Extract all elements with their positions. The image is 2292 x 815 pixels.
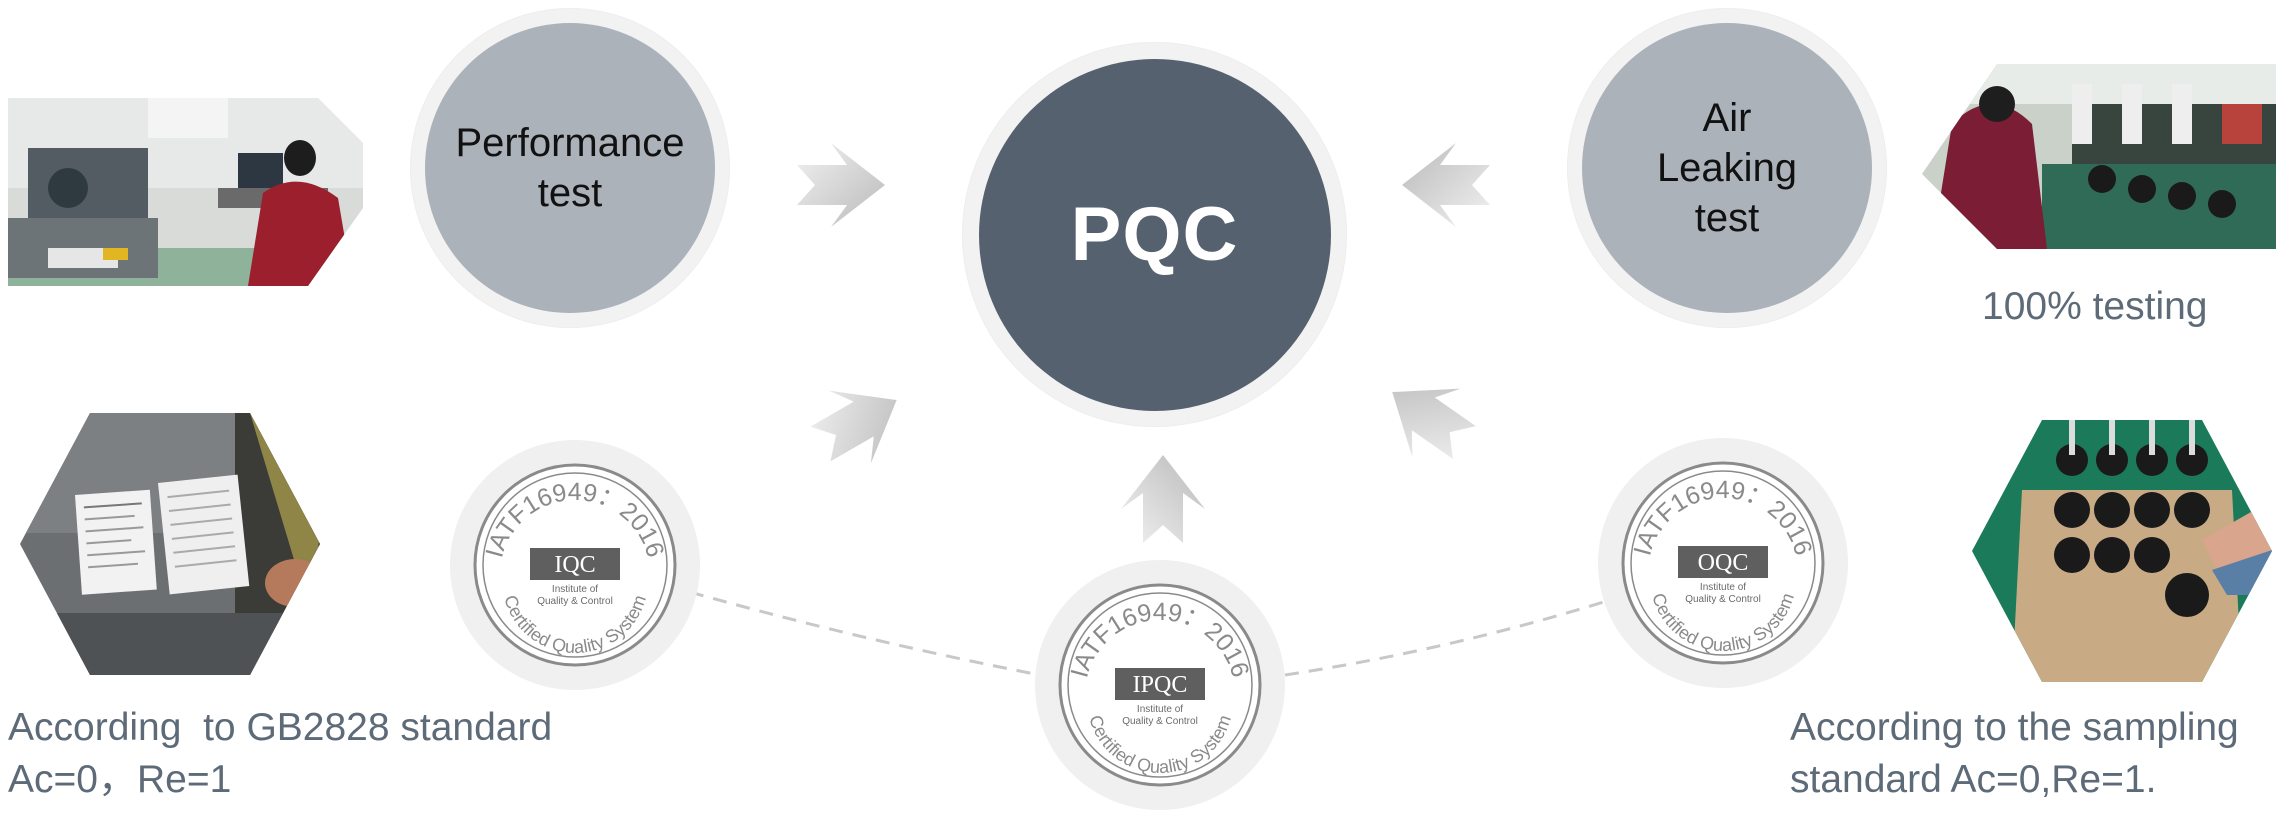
seal-oqc-code: OQC [1698, 550, 1749, 576]
seal-ipqc: IATF16949：2016 Certified Quality System … [1035, 560, 1285, 810]
photo-performance-bench [8, 98, 363, 286]
performance-label-line2: test [537, 171, 603, 215]
arrow-ipqc-to-pqc [1121, 455, 1205, 543]
pqc-label: PQC [1070, 192, 1239, 277]
seal-ipqc-code: IPQC [1133, 672, 1188, 698]
photo-inspection-documents [20, 413, 320, 675]
pqc-disk: PQC [978, 58, 1331, 411]
connector-ipqc-oqc [1284, 598, 1611, 677]
performance-disk: Performance test [425, 23, 715, 313]
performance-ring: Performance test [410, 8, 730, 328]
photo-sampling-inspection [1972, 420, 2272, 682]
seal-oqc-sub1: Institute of [1700, 582, 1746, 593]
arrow-performance-to-pqc [797, 143, 885, 227]
air-label-line3: test [1694, 196, 1760, 240]
arrow-iqc-to-pqc [810, 390, 897, 464]
seal-iqc-sub2: Quality & Control [537, 596, 613, 607]
photo-air-leak-line [1922, 64, 2276, 249]
seal-iqc-sub1: Institute of [552, 584, 598, 595]
arrow-oqc-to-pqc [1392, 388, 1476, 459]
connector-iqc-ipqc [689, 590, 1041, 677]
performance-label-line1: Performance [455, 121, 685, 165]
seal-ipqc-graphic: IATF16949：2016 Certified Quality System … [1058, 583, 1262, 787]
air-disk: Air Leaking test [1582, 23, 1872, 313]
air-label-line2: Leaking [1656, 146, 1798, 190]
seal-iqc-graphic: IATF16949：2016 Certified Quality System … [473, 463, 677, 667]
caption-left-line2: Ac=0，Re=1 [8, 758, 232, 801]
caption-100-testing: 100% testing [1982, 285, 2208, 328]
seal-oqc-graphic: IATF16949：2016 Certified Quality System … [1621, 461, 1825, 665]
seal-ipqc-sub1: Institute of [1137, 704, 1183, 715]
caption-right-line2: standard Ac=0,Re=1. [1790, 758, 2157, 801]
air-label-line1: Air [1702, 96, 1752, 140]
caption-right-line1: According to the sampling [1790, 706, 2239, 749]
arrow-air-to-pqc [1402, 143, 1490, 227]
seal-iqc-code: IQC [554, 552, 595, 578]
pqc-ring: PQC [962, 42, 1347, 427]
seal-oqc-sub2: Quality & Control [1685, 594, 1761, 605]
seal-iqc: IATF16949：2016 Certified Quality System … [450, 440, 700, 690]
seal-oqc: IATF16949：2016 Certified Quality System … [1598, 438, 1848, 688]
air-ring: Air Leaking test [1567, 8, 1887, 328]
seal-ipqc-sub2: Quality & Control [1122, 716, 1198, 727]
caption-left-line1: According to GB2828 standard [8, 706, 553, 749]
